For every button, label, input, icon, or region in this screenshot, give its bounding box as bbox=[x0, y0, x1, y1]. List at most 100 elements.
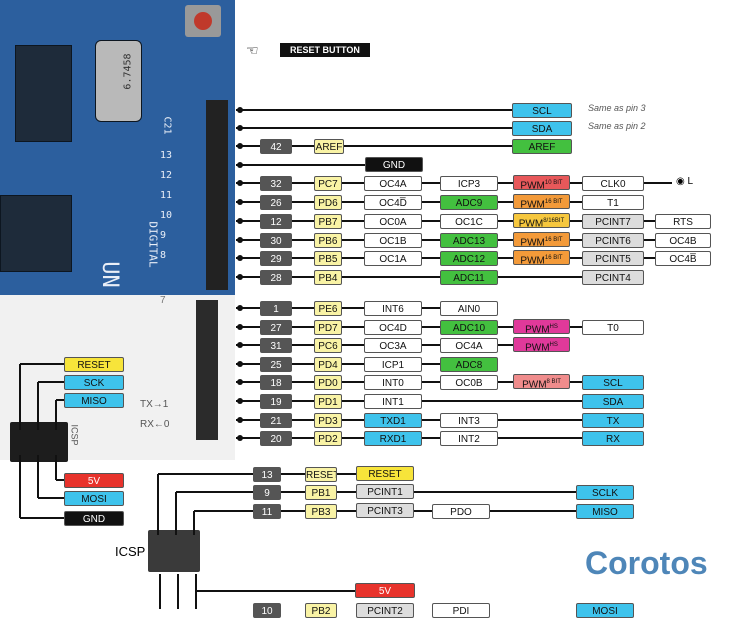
port-label: PC6 bbox=[314, 338, 342, 353]
port-label: PD2 bbox=[314, 431, 342, 446]
pin-number: 32 bbox=[260, 176, 292, 191]
pin-number: 26 bbox=[260, 195, 292, 210]
pwm-bits: 8 BIT bbox=[546, 379, 561, 385]
wire-dot bbox=[237, 435, 243, 441]
reset-button-cap[interactable] bbox=[194, 12, 212, 30]
port-label: PB2 bbox=[305, 603, 337, 618]
wire-dot bbox=[237, 162, 243, 168]
port-label: PD3 bbox=[314, 413, 342, 428]
usb-chip bbox=[15, 45, 72, 142]
board-photo: 6.7458 C21 13 12 11 10 9 8 DIGITAL UN bbox=[0, 0, 235, 295]
mcu-chip bbox=[0, 195, 72, 272]
pwm-box: PWM16 BIT bbox=[513, 194, 570, 209]
spi-box: MISO bbox=[576, 504, 634, 519]
pointing-hand-icon: ☜ bbox=[246, 42, 259, 58]
function-b: INT3 bbox=[440, 413, 498, 428]
pin-number: 21 bbox=[260, 413, 292, 428]
function-a: ICP1 bbox=[364, 357, 422, 372]
pin-number: 9 bbox=[253, 485, 281, 500]
crystal: 6.7458 bbox=[95, 40, 142, 122]
left-5v-label: 5V bbox=[64, 473, 124, 488]
led-icon: ◉ L bbox=[676, 176, 694, 187]
function-b: ADC8 bbox=[440, 357, 498, 372]
function-b: AIN0 bbox=[440, 301, 498, 316]
function-b: ADC9 bbox=[440, 195, 498, 210]
pwm-box: PWM8 BIT bbox=[513, 374, 570, 389]
function-d: PCINT5 bbox=[582, 251, 644, 266]
function-d: PCINT4 bbox=[582, 270, 644, 285]
pin-number: 28 bbox=[260, 270, 292, 285]
pin-number: 13 bbox=[253, 467, 281, 482]
spi-box: SCLK bbox=[576, 485, 634, 500]
function-a: OC0A bbox=[364, 214, 422, 229]
digital-header bbox=[206, 100, 228, 290]
pin-number: 11 bbox=[253, 504, 281, 519]
function-b: OC1C bbox=[440, 214, 498, 229]
pin-number: 30 bbox=[260, 233, 292, 248]
pin-number: 10 bbox=[253, 603, 281, 618]
function-d: T1 bbox=[582, 195, 644, 210]
serial-box: SDA bbox=[582, 394, 644, 409]
pin-number: 29 bbox=[260, 251, 292, 266]
pwm-box: PWM8/16BIT bbox=[513, 213, 570, 228]
port-label: PB7 bbox=[314, 214, 342, 229]
pwm-box: PWMHS bbox=[513, 319, 570, 334]
reset-switch[interactable] bbox=[185, 5, 221, 37]
pwm-bits: 16 BIT bbox=[544, 255, 563, 261]
function-a: RESET bbox=[356, 466, 414, 481]
icsp-connector bbox=[148, 530, 200, 572]
silk-rx: RX←0 bbox=[140, 419, 170, 430]
port-label: PD7 bbox=[314, 320, 342, 335]
pwm-bits: 8/16BIT bbox=[543, 218, 565, 224]
pwm-bits: HS bbox=[549, 324, 558, 330]
wire-dot bbox=[237, 125, 243, 131]
silk-9: 9 bbox=[160, 230, 167, 241]
pin-number: 20 bbox=[260, 431, 292, 446]
function-e: OC4B bbox=[655, 233, 711, 248]
port-label: PB4 bbox=[314, 270, 342, 285]
function-box: SDA bbox=[512, 121, 572, 136]
function-b: PDI bbox=[432, 603, 490, 618]
port-label: AREF bbox=[314, 139, 344, 154]
pin-number: 27 bbox=[260, 320, 292, 335]
pwm-bits: 16 BIT bbox=[544, 237, 563, 243]
function-b: ADC12 bbox=[440, 251, 498, 266]
function-b: ADC13 bbox=[440, 233, 498, 248]
function-b: OC0B bbox=[440, 375, 498, 390]
function-a: RXD1 bbox=[364, 431, 422, 446]
left-gnd-label: GND bbox=[64, 511, 124, 526]
same-as-note: Same as pin 2 bbox=[588, 121, 646, 131]
reset-callout: ☜ RESET BUTTON bbox=[246, 42, 381, 58]
port-label: RESET bbox=[305, 467, 337, 482]
port-label: PB6 bbox=[314, 233, 342, 248]
pin-number: 42 bbox=[260, 139, 292, 154]
icsp-label: ICSP bbox=[115, 544, 146, 559]
function-box: AREF bbox=[512, 139, 572, 154]
wire-dot bbox=[237, 255, 243, 261]
function-a: OC3A bbox=[364, 338, 422, 353]
wire-dot bbox=[237, 379, 243, 385]
serial-box: SCL bbox=[582, 375, 644, 390]
wire-dot bbox=[237, 143, 243, 149]
port-label: PB1 bbox=[305, 485, 337, 500]
pwm-bits: 16 BIT bbox=[544, 199, 563, 205]
function-d: PCINT6 bbox=[582, 233, 644, 248]
pwm-box: PWMHS bbox=[513, 337, 570, 352]
port-label: PB3 bbox=[305, 504, 337, 519]
gnd-box: GND bbox=[365, 157, 423, 172]
left-sck-label: SCK bbox=[64, 375, 124, 390]
wire-dot bbox=[237, 305, 243, 311]
pin-number: 25 bbox=[260, 357, 292, 372]
silk-10: 10 bbox=[160, 210, 173, 221]
same-as-note: Same as pin 3 bbox=[588, 103, 646, 113]
silk-12: 12 bbox=[160, 170, 173, 181]
port-label: PC7 bbox=[314, 176, 342, 191]
serial-box: TX bbox=[582, 413, 644, 428]
left-miso-label: MISO bbox=[64, 393, 124, 408]
pin-number: 31 bbox=[260, 338, 292, 353]
wire-dot bbox=[237, 218, 243, 224]
pin-number: 18 bbox=[260, 375, 292, 390]
wire-dot bbox=[237, 107, 243, 113]
function-a: INT0 bbox=[364, 375, 422, 390]
